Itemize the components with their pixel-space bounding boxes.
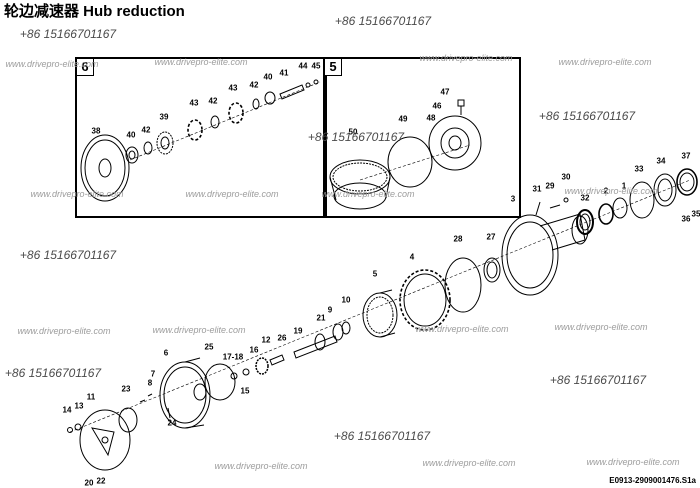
part-label: 2 <box>603 186 609 196</box>
part-label: 48 <box>426 113 436 123</box>
part-label: 25 <box>204 342 214 352</box>
phone-watermark: +86 15166701167 <box>549 373 647 387</box>
part-label: 49 <box>398 114 408 124</box>
part-label: 43 <box>228 83 238 93</box>
watermark: www.drivepro-elite.com <box>558 57 652 67</box>
phone-watermark: +86 15166701167 <box>4 366 102 380</box>
part-label: 41 <box>279 68 289 78</box>
part-label: 40 <box>263 72 273 82</box>
inset-box-6 <box>75 57 327 218</box>
part-label: 44 <box>298 61 308 71</box>
watermark: www.drivepro-elite.com <box>419 53 513 63</box>
part-label: 6 <box>163 348 169 358</box>
part-label: 42 <box>208 96 218 106</box>
watermark: www.drivepro-elite.com <box>185 189 279 199</box>
part-label: 33 <box>634 164 644 174</box>
part-label: 50 <box>348 127 358 137</box>
part-label: 47 <box>440 87 450 97</box>
watermark: www.drivepro-elite.com <box>321 189 415 199</box>
phone-watermark: +86 15166701167 <box>19 27 117 41</box>
phone-watermark: +86 15166701167 <box>333 429 431 443</box>
part-label: 3 <box>510 194 516 204</box>
part-label: 30 <box>561 172 571 182</box>
part-label: 17-18 <box>222 352 244 362</box>
part-label: 15 <box>240 386 250 396</box>
phone-watermark: +86 15166701167 <box>334 14 432 28</box>
watermark: www.drivepro-elite.com <box>415 324 509 334</box>
part-label: 12 <box>261 335 271 345</box>
part-label: 43 <box>189 98 199 108</box>
inset-box-5 <box>323 57 521 218</box>
part-label: 26 <box>277 333 287 343</box>
part-label: 36 <box>681 214 691 224</box>
part-label: 13 <box>74 401 84 411</box>
part-label: 7 <box>150 369 156 379</box>
part-label: 28 <box>453 234 463 244</box>
watermark: www.drivepro-elite.com <box>152 325 246 335</box>
part-label: 24 <box>167 418 177 428</box>
part-label: 46 <box>432 101 442 111</box>
part-label: 32 <box>580 193 590 203</box>
part-label: 22 <box>96 476 106 486</box>
inset-box-5-number: 5 <box>324 58 342 76</box>
watermark: www.drivepro-elite.com <box>154 57 248 67</box>
part-label: 11 <box>86 392 96 402</box>
part-label: 29 <box>545 181 555 191</box>
part-label: 16 <box>249 345 259 355</box>
diagram-title: 轮边减速器 Hub reduction <box>4 3 185 20</box>
part-label: 37 <box>681 151 691 161</box>
phone-watermark: +86 15166701167 <box>538 109 636 123</box>
part-label: 31 <box>532 184 542 194</box>
part-label: 38 <box>91 126 101 136</box>
part-label: 35 <box>691 209 700 219</box>
watermark: www.drivepro-elite.com <box>214 461 308 471</box>
document-id: E0913-2909001476.S1a <box>609 476 696 485</box>
part-label: 42 <box>141 125 151 135</box>
part-label: 9 <box>327 305 333 315</box>
watermark: www.drivepro-elite.com <box>564 186 658 196</box>
part-label: 8 <box>147 378 153 388</box>
part-label: 21 <box>316 313 326 323</box>
inset-box-6-number: 6 <box>76 58 94 76</box>
part-label: 1 <box>621 181 627 191</box>
watermark: www.drivepro-elite.com <box>554 322 648 332</box>
part-label: 34 <box>656 156 666 166</box>
part-label: 45 <box>311 61 321 71</box>
part-label: 20 <box>84 478 94 488</box>
part-label: 42 <box>249 80 259 90</box>
phone-watermark: +86 15166701167 <box>307 130 405 144</box>
part-label: 39 <box>159 112 169 122</box>
part-label: 5 <box>372 269 378 279</box>
watermark: www.drivepro-elite.com <box>17 326 111 336</box>
phone-watermark: +86 15166701167 <box>19 248 117 262</box>
part-label: 40 <box>126 130 136 140</box>
part-label: 4 <box>409 252 415 262</box>
part-label: 14 <box>62 405 72 415</box>
part-label: 10 <box>341 295 351 305</box>
part-label: 23 <box>121 384 131 394</box>
watermark: www.drivepro-elite.com <box>5 59 99 69</box>
watermark: www.drivepro-elite.com <box>422 458 516 468</box>
part-label: 19 <box>293 326 303 336</box>
watermark: www.drivepro-elite.com <box>30 189 124 199</box>
part-label: 27 <box>486 232 496 242</box>
watermark: www.drivepro-elite.com <box>586 457 680 467</box>
